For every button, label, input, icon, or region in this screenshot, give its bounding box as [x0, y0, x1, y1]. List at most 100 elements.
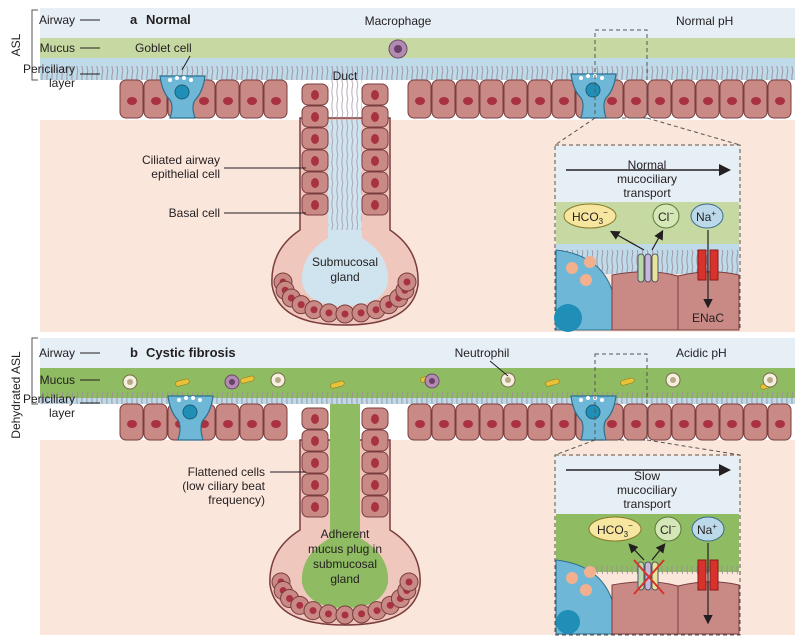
cl-label-a: Cl−: [658, 209, 674, 224]
macrophage-label: Macrophage: [365, 14, 432, 28]
panel-b: [40, 338, 795, 636]
periciliary-label-b: Periciliary: [23, 392, 75, 406]
panel-b-title: Cystic fibrosis: [146, 345, 236, 360]
dehydrated-asl-bracket: [31, 337, 38, 405]
cell-nucleus: [223, 420, 233, 428]
cilia-band: [40, 66, 795, 80]
duct-cilia: [328, 80, 362, 230]
airway-label: Airway: [39, 13, 75, 27]
plug-label: Adherent: [321, 527, 370, 541]
epithelium-b: [119, 403, 792, 441]
cell-nucleus: [309, 607, 317, 615]
cell-nucleus: [247, 97, 257, 105]
gland-label-line2: gland: [330, 270, 359, 284]
cell-nucleus: [371, 156, 379, 166]
ciliated-cell-label: Ciliated airway: [142, 153, 220, 167]
cell-nucleus: [271, 420, 281, 428]
cell-nucleus: [286, 595, 294, 602]
cell-nucleus: [559, 420, 569, 428]
cell-nucleus: [463, 420, 473, 428]
cl-label-b: Cl−: [660, 522, 676, 537]
inset-connector: [554, 117, 596, 146]
cell-nucleus: [487, 420, 497, 428]
cell-nucleus: [311, 436, 319, 446]
na-label-a: Na+: [696, 209, 716, 224]
neutrophil-label: Neutrophil: [455, 346, 510, 360]
cell-nucleus: [311, 414, 319, 424]
cell-nucleus: [311, 156, 319, 166]
cell-nucleus: [311, 458, 319, 468]
neutrophil-nucleus: [505, 377, 511, 383]
cell-nucleus: [357, 309, 365, 317]
cell-nucleus: [703, 97, 713, 105]
goblet-cell-label: Goblet cell: [135, 41, 192, 55]
gland-cells-a: [273, 83, 417, 324]
airway-label-b: Airway: [39, 346, 75, 360]
duct-label: Duct: [333, 69, 358, 83]
flattened-cells-label-line2: (low ciliary beat: [182, 479, 265, 493]
cell-nucleus: [703, 420, 713, 428]
cell-nucleus: [373, 607, 381, 615]
cell-nucleus: [341, 611, 349, 619]
hco3-label-b: HCO3−: [597, 521, 633, 539]
cell-nucleus: [371, 502, 379, 512]
cell-nucleus: [511, 420, 521, 428]
cell-nucleus: [311, 178, 319, 188]
plug-label-line3: submucosal: [313, 557, 377, 571]
bacterium: [175, 378, 190, 387]
transport-label-a-line3: transport: [623, 186, 671, 200]
cell-nucleus: [311, 200, 319, 210]
epithelium-a: [119, 79, 792, 119]
cell-nucleus: [775, 420, 785, 428]
cell-nucleus: [679, 97, 689, 105]
macrophage-nucleus: [429, 378, 435, 384]
gland-label: Submucosal: [312, 255, 378, 269]
cell-nucleus: [751, 420, 761, 428]
cell-nucleus: [487, 97, 497, 105]
cell-nucleus: [559, 97, 569, 105]
bacteria-group: [122, 372, 778, 390]
cell-nucleus: [403, 278, 411, 286]
cell-nucleus: [127, 420, 137, 428]
goblet-cell: [570, 73, 617, 119]
cell-nucleus: [311, 480, 319, 490]
enac-label: ENaC: [692, 311, 724, 325]
macrophage-cell: [388, 39, 408, 59]
cell-nucleus: [371, 178, 379, 188]
cell-nucleus: [371, 458, 379, 468]
panel-a: [40, 8, 795, 332]
asl-label: ASL: [9, 33, 23, 56]
cell-nucleus: [358, 610, 366, 618]
cell-nucleus: [199, 97, 209, 105]
transport-label-a: Normal: [628, 158, 667, 172]
cell-nucleus: [371, 134, 379, 144]
flattened-cells-label: Flattened cells: [188, 465, 265, 479]
cell-nucleus: [371, 480, 379, 490]
panel-a-title: Normal: [146, 12, 191, 27]
inset-connector: [646, 117, 741, 146]
cell-nucleus: [371, 200, 379, 210]
panel-a-letter: a: [130, 12, 138, 27]
ciliated-cell-label-line2: epithelial cell: [151, 167, 220, 181]
na-label-b: Na+: [697, 522, 717, 537]
transport-label-b-line3: transport: [623, 497, 671, 511]
cell-nucleus: [371, 436, 379, 446]
basal-cell-label: Basal cell: [169, 206, 220, 220]
macrophage-nucleus: [229, 379, 235, 385]
cell-nucleus: [511, 97, 521, 105]
plug-label-line2: mucus plug in: [308, 542, 382, 556]
inset-connector: [646, 439, 741, 456]
goblet-cell: [159, 75, 206, 119]
inset-a: [554, 144, 741, 332]
goblet-cell: [167, 395, 214, 441]
cell-nucleus: [439, 97, 449, 105]
cell-nucleus: [415, 97, 425, 105]
cell-nucleus: [775, 97, 785, 105]
cell-nucleus: [679, 420, 689, 428]
cell-nucleus: [439, 420, 449, 428]
cell-nucleus: [727, 420, 737, 428]
mucus-plug: [301, 404, 389, 608]
hco3-label-a: HCO3−: [572, 208, 608, 226]
